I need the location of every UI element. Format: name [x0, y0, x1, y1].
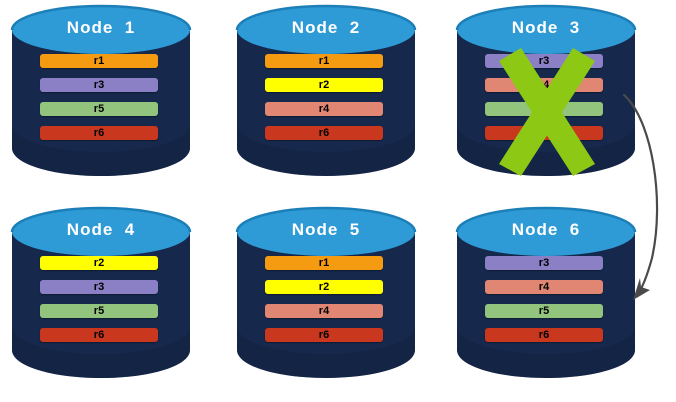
replica-bar[interactable]: r2	[265, 280, 383, 294]
replica-list: r3 r4 r5 r6	[485, 256, 603, 342]
replica-bar[interactable]: r1	[40, 54, 158, 68]
cylinder-top-ellipse	[457, 208, 635, 256]
replica-bar[interactable]: r5	[40, 304, 158, 318]
node-cylinder-3[interactable]: Node 3 r3 r4 r5 r6	[455, 4, 637, 176]
cylinder-top-ellipse	[12, 6, 190, 54]
cylinder-bottom-shade	[12, 124, 190, 176]
replica-bar[interactable]: r3	[40, 280, 158, 294]
replica-list: r1 r3 r5 r6	[40, 54, 158, 140]
replica-list: r2 r3 r5 r6	[40, 256, 158, 342]
replica-list: r3 r4 r5 r6	[485, 54, 603, 140]
node-cylinder-2[interactable]: Node 2 r1 r2 r4 r6	[235, 4, 417, 176]
node-cylinder-4[interactable]: Node 4 r2 r3 r5 r6	[10, 206, 192, 378]
cylinder-top-rim	[235, 4, 417, 31]
replica-bar[interactable]: r3	[40, 78, 158, 92]
cylinder-top-rim	[10, 4, 192, 31]
cylinder-top-rim	[455, 4, 637, 31]
cylinder-bottom-shade	[237, 124, 415, 176]
replica-list: r1 r2 r4 r6	[265, 54, 383, 140]
cylinder-bottom-shade	[12, 326, 190, 378]
replica-bar[interactable]: r4	[265, 304, 383, 318]
cylinder-top-rim	[235, 206, 417, 233]
replica-bar[interactable]: r5	[485, 304, 603, 318]
replica-bar[interactable]: r6	[40, 328, 158, 342]
replica-bar[interactable]: r4	[485, 280, 603, 294]
replica-bar[interactable]: r1	[265, 54, 383, 68]
replica-bar[interactable]: r3	[485, 54, 603, 68]
replica-list: r1 r2 r4 r6	[265, 256, 383, 342]
node-label: Node 6	[511, 220, 581, 239]
replica-bar[interactable]: r3	[485, 256, 603, 270]
node-cylinder-5[interactable]: Node 5 r1 r2 r4 r6	[235, 206, 417, 378]
cylinder-bottom-shade	[457, 326, 635, 378]
node-cylinder-1[interactable]: Node 1 r1 r3 r5 r6	[10, 4, 192, 176]
node-label: Node 2	[291, 18, 361, 37]
node-label: Node 3	[511, 18, 581, 37]
cylinder-bottom-shade	[237, 326, 415, 378]
replica-bar[interactable]: r6	[40, 126, 158, 140]
replica-bar[interactable]: r6	[265, 328, 383, 342]
node-label: Node 5	[291, 220, 361, 239]
replica-bar[interactable]: r4	[265, 102, 383, 116]
replica-bar[interactable]: r5	[485, 102, 603, 116]
node-label: Node 4	[66, 220, 136, 239]
node-cylinder-6[interactable]: Node 6 r3 r4 r5 r6	[455, 206, 637, 378]
replica-bar[interactable]: r2	[265, 78, 383, 92]
cylinder-top-ellipse	[237, 6, 415, 54]
cylinder-top-ellipse	[237, 208, 415, 256]
cylinder-top-ellipse	[457, 6, 635, 54]
replica-bar[interactable]: r1	[265, 256, 383, 270]
replica-bar[interactable]: r2	[40, 256, 158, 270]
replica-bar[interactable]: r4	[485, 78, 603, 92]
cylinder-top-rim	[10, 206, 192, 233]
replica-bar[interactable]: r6	[485, 328, 603, 342]
replica-bar[interactable]: r5	[40, 102, 158, 116]
replica-bar[interactable]: r6	[485, 126, 603, 140]
replica-bar[interactable]: r6	[265, 126, 383, 140]
cylinder-top-ellipse	[12, 208, 190, 256]
node-label: Node 1	[66, 18, 136, 37]
